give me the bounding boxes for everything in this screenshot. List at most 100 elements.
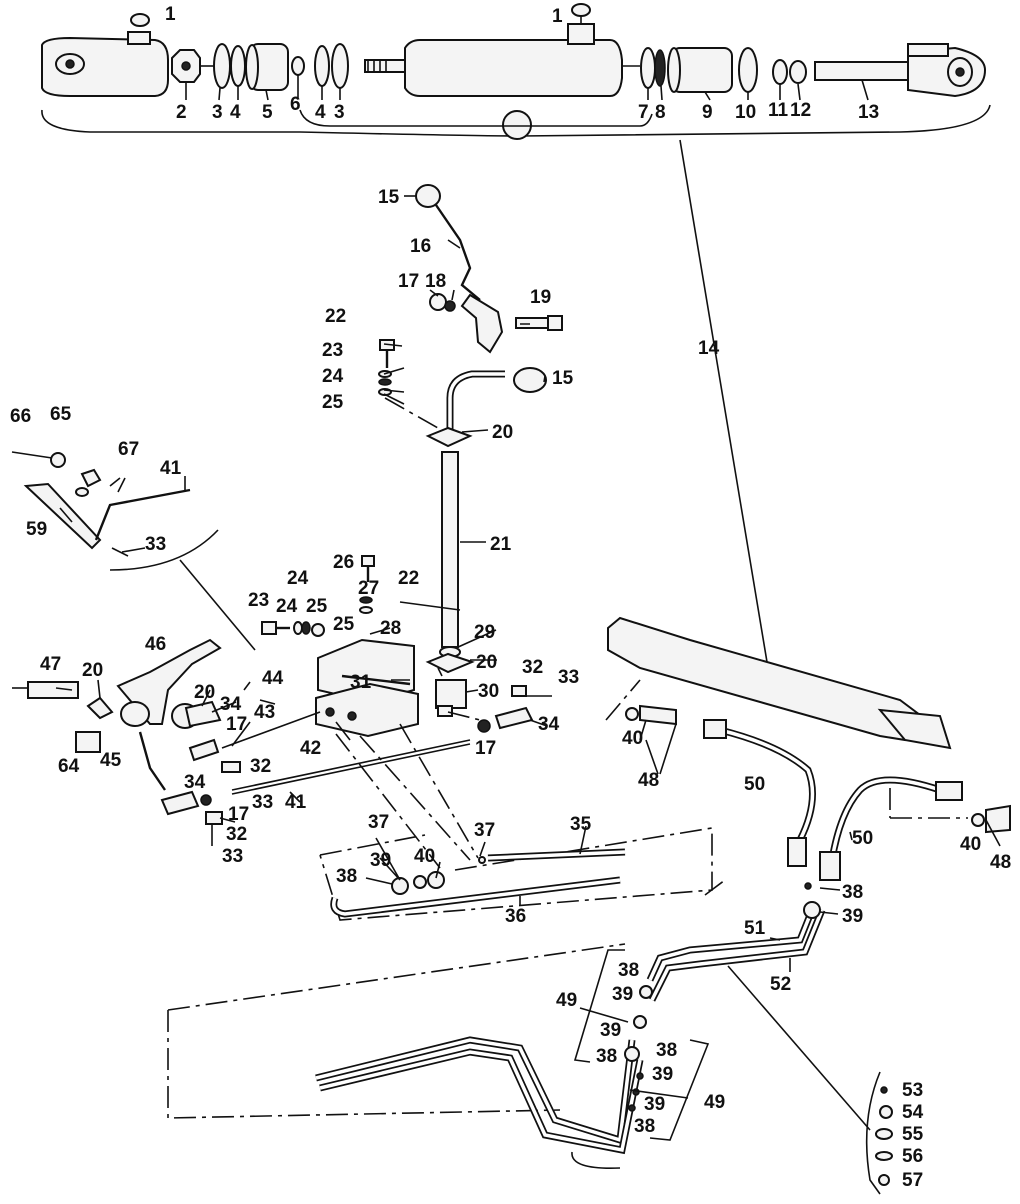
callout: 39 — [600, 1020, 621, 1041]
control-lever-group — [378, 184, 563, 648]
callout: 55 — [902, 1124, 924, 1145]
callout: 48 — [990, 852, 1011, 873]
callout: 47 — [40, 654, 61, 675]
callout: 12 — [790, 100, 811, 121]
callout: 19 — [530, 287, 551, 308]
callout: 23 — [248, 590, 269, 611]
callout: 41 — [285, 792, 307, 813]
callout: 37 — [474, 820, 495, 841]
callout: 44 — [262, 668, 284, 689]
callout: 45 — [100, 750, 122, 771]
callout: 33 — [252, 792, 273, 813]
callout: 17 — [475, 738, 496, 759]
callout: 38 — [656, 1040, 677, 1061]
callout: 39 — [652, 1064, 673, 1085]
callout: 7 — [638, 102, 649, 123]
callout: 20 — [194, 682, 215, 703]
callout: 4 — [315, 102, 326, 123]
callout: 50 — [852, 828, 873, 849]
callout: 11 — [768, 100, 789, 121]
callout: 26 — [333, 552, 354, 573]
callout: 31 — [350, 672, 372, 693]
callout: 25 — [333, 614, 355, 635]
callout: 22 — [325, 306, 346, 327]
callout: 34 — [220, 694, 242, 715]
callout: 43 — [254, 702, 275, 723]
callout: 38 — [634, 1116, 655, 1137]
callout: 33 — [558, 667, 579, 688]
callout: 40 — [414, 846, 435, 867]
callout: 13 — [858, 102, 879, 123]
callout: 21 — [490, 534, 512, 555]
long-tubing-group — [167, 879, 893, 1195]
callout: 17 — [228, 804, 249, 825]
callout: 18 — [425, 271, 446, 292]
callout: 8 — [655, 102, 666, 123]
pedal-linkage-group — [12, 638, 479, 869]
callout: 57 — [902, 1170, 923, 1191]
callout: 1 — [165, 4, 176, 25]
callout: 40 — [960, 834, 981, 855]
callout: 50 — [744, 774, 765, 795]
callout: 33 — [222, 846, 243, 867]
callout: 14 — [698, 338, 720, 359]
callout: 4 — [230, 102, 241, 123]
callout: 66 — [10, 406, 31, 427]
callout: 3 — [334, 102, 345, 123]
callout: 32 — [522, 657, 543, 678]
callout: 37 — [368, 812, 389, 833]
remote-cylinder-group — [605, 616, 1011, 881]
callout: 1 — [552, 6, 563, 27]
callout: 28 — [380, 618, 401, 639]
callout: 30 — [478, 681, 499, 702]
callout: 54 — [902, 1102, 924, 1123]
callout: 49 — [556, 990, 577, 1011]
callout: 2 — [176, 102, 187, 123]
callout: 36 — [505, 906, 526, 927]
callout: 39 — [612, 984, 633, 1005]
callout: 39 — [370, 850, 391, 871]
callout: 46 — [145, 634, 166, 655]
callout: 16 — [410, 236, 431, 257]
callout: 35 — [570, 814, 592, 835]
callout: 25 — [322, 392, 344, 413]
callout: 32 — [226, 824, 247, 845]
callout: 52 — [770, 974, 791, 995]
callout: 24 — [322, 366, 344, 387]
left-linkage-group — [11, 451, 256, 651]
callout: 27 — [358, 578, 379, 599]
callout: 17 — [226, 714, 247, 735]
small-tubing-group — [319, 827, 713, 921]
callout: 39 — [842, 906, 863, 927]
callout: 5 — [262, 102, 273, 123]
callout: 6 — [290, 94, 301, 115]
callout: 20 — [82, 660, 103, 681]
callout: 67 — [118, 439, 139, 460]
callout: 51 — [744, 918, 766, 939]
callout: 64 — [58, 756, 80, 777]
callout: 38 — [842, 882, 863, 903]
callout: 38 — [618, 960, 639, 981]
callout: 59 — [26, 519, 47, 540]
callout: 22 — [398, 568, 419, 589]
callout: 20 — [476, 652, 497, 673]
callout: 9 — [702, 102, 713, 123]
top-cylinder-assembly — [41, 3, 991, 681]
callout: 34 — [538, 714, 560, 735]
callout: 33 — [145, 534, 166, 555]
callout: 24 — [287, 568, 309, 589]
callout: 24 — [276, 596, 298, 617]
callout: 20 — [492, 422, 513, 443]
callout: 48 — [638, 770, 659, 791]
callout-labels: 1 1 2 3 4 5 6 4 3 7 8 9 10 11 12 13 14 1… — [10, 4, 1011, 1191]
callout: 10 — [735, 102, 756, 123]
callout: 25 — [306, 596, 328, 617]
callout: 49 — [704, 1092, 725, 1113]
callout: 39 — [644, 1094, 665, 1115]
callout: 15 — [552, 368, 574, 389]
callout: 15 — [378, 187, 400, 208]
callout: 3 — [212, 102, 223, 123]
valve-block-group — [261, 555, 552, 738]
cylinder-barrel — [404, 39, 623, 97]
